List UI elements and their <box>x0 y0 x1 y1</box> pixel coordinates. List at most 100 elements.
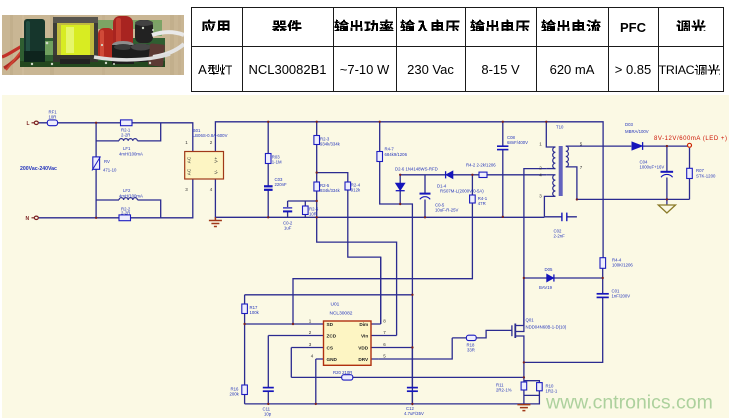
svg-text:STK-1200: STK-1200 <box>696 174 716 179</box>
svg-text:R10: R10 <box>546 384 554 389</box>
svg-text:C08: C08 <box>507 135 515 140</box>
svg-text:D1-4: D1-4 <box>437 184 447 189</box>
svg-text:Vin: Vin <box>361 334 368 339</box>
svg-text:1: 1 <box>185 140 188 145</box>
svg-text:1000uF+16V: 1000uF+16V <box>640 165 665 170</box>
svg-text:100K/1206: 100K/1206 <box>612 263 633 268</box>
svg-text:1: 1 <box>309 319 312 324</box>
svg-text:1-1M: 1-1M <box>272 160 282 165</box>
svg-text:L: L <box>27 121 30 127</box>
svg-text:B01: B01 <box>193 128 201 133</box>
svg-text:47R: 47R <box>478 201 486 206</box>
svg-text:1R2-1: 1R2-1 <box>546 389 558 394</box>
svg-text:Q01: Q01 <box>526 318 535 323</box>
svg-text:8V-12V/600mA (LED +): 8V-12V/600mA (LED +) <box>654 136 728 142</box>
svg-text:934k/334k: 934k/334k <box>320 142 341 147</box>
svg-text:V-: V- <box>214 169 219 174</box>
svg-text:R4-1: R4-1 <box>478 196 488 201</box>
svg-text:10p: 10p <box>264 412 272 417</box>
svg-text:5: 5 <box>580 142 583 147</box>
svg-text:33R: 33R <box>467 348 475 353</box>
svg-text:4mH/100mA: 4mH/100mA <box>119 152 143 157</box>
svg-text:NDD04N60B-1-D(10): NDD04N60B-1-D(10) <box>526 325 567 330</box>
svg-text:C0-5: C0-5 <box>435 203 445 208</box>
svg-text:2: 2 <box>539 166 542 171</box>
svg-text:R07: R07 <box>696 168 704 173</box>
svg-text:www.cntronics.com: www.cntronics.com <box>545 392 713 414</box>
svg-text:NCL30082: NCL30082 <box>330 311 353 317</box>
svg-text:R4-7: R4-7 <box>385 147 395 152</box>
svg-text:C03: C03 <box>275 177 283 182</box>
svg-text:R2-2: R2-2 <box>121 207 131 212</box>
svg-text:CS: CS <box>327 346 334 351</box>
svg-text:10R: 10R <box>309 212 317 217</box>
svg-text:4: 4 <box>539 173 542 178</box>
svg-text:2-2R: 2-2R <box>121 211 130 216</box>
svg-text:C0-2: C0-2 <box>283 221 293 226</box>
svg-text:T10: T10 <box>556 125 564 130</box>
svg-text:C01: C01 <box>612 289 620 294</box>
svg-text:934k/334k: 934k/334k <box>320 188 341 193</box>
svg-text:V+: V+ <box>214 157 219 163</box>
svg-text:3: 3 <box>539 194 542 199</box>
svg-text:3: 3 <box>309 342 312 347</box>
svg-text:912k: 912k <box>351 188 361 193</box>
svg-text:Dim: Dim <box>359 322 368 327</box>
svg-text:3: 3 <box>185 187 188 192</box>
svg-text:R20 210R: R20 210R <box>333 370 352 375</box>
svg-text:200Vac-240Vac: 200Vac-240Vac <box>20 166 57 172</box>
svg-text:4.7uF/35V: 4.7uF/35V <box>404 411 424 416</box>
svg-text:R4-4: R4-4 <box>612 258 622 263</box>
svg-text:R2-5: R2-5 <box>320 183 330 188</box>
svg-text:R17: R17 <box>250 305 258 310</box>
svg-text:AC: AC <box>187 156 192 163</box>
svg-text:R03: R03 <box>272 155 280 160</box>
svg-text:2: 2 <box>210 140 213 145</box>
svg-text:RV: RV <box>104 159 110 164</box>
svg-text:1uF: 1uF <box>284 226 292 231</box>
svg-text:R2-6: R2-6 <box>309 207 319 212</box>
svg-text:471-10: 471-10 <box>103 168 117 173</box>
svg-text:4: 4 <box>210 187 213 192</box>
svg-text:1nF/200V: 1nF/200V <box>612 294 631 299</box>
svg-text:DRV: DRV <box>358 357 369 362</box>
svg-text:6: 6 <box>383 342 386 347</box>
svg-text:68nF/400V: 68nF/400V <box>507 140 528 145</box>
svg-text:4: 4 <box>311 354 314 359</box>
svg-text:C11: C11 <box>263 407 271 412</box>
svg-text:220nF: 220nF <box>275 182 288 187</box>
svg-text:7: 7 <box>580 165 583 170</box>
svg-text:VDD: VDD <box>358 346 369 351</box>
svg-text:RF1: RF1 <box>49 110 58 115</box>
svg-text:4mH/100mA: 4mH/100mA <box>119 194 143 199</box>
svg-text:LB06S-0.8A-600V: LB06S-0.8A-600V <box>193 133 228 138</box>
svg-text:R2-1: R2-1 <box>121 128 131 133</box>
svg-text:LF2: LF2 <box>123 188 131 193</box>
svg-text:200k: 200k <box>230 392 240 397</box>
svg-text:ZCD: ZCD <box>327 334 337 339</box>
svg-text:BAV19: BAV19 <box>539 285 553 290</box>
svg-text:D2-6 1N4148WS-RFD: D2-6 1N4148WS-RFD <box>395 167 438 172</box>
svg-text:R16: R16 <box>231 387 239 392</box>
svg-text:7: 7 <box>383 330 386 335</box>
svg-text:R18: R18 <box>467 343 475 348</box>
svg-text:684k9/1206: 684k9/1206 <box>385 152 408 157</box>
svg-text:C04: C04 <box>640 160 648 165</box>
svg-text:5: 5 <box>383 354 386 359</box>
svg-text:U01: U01 <box>331 302 340 308</box>
svg-text:C12: C12 <box>406 406 414 411</box>
svg-text:LF1: LF1 <box>123 146 131 151</box>
svg-text:RS07M-L(2000V/0-5A): RS07M-L(2000V/0-5A) <box>440 189 484 194</box>
svg-text:10R: 10R <box>49 115 57 120</box>
svg-text:R11: R11 <box>496 383 504 388</box>
svg-text:D05: D05 <box>545 267 553 272</box>
svg-text:8: 8 <box>383 319 386 324</box>
svg-text:C02: C02 <box>554 229 562 234</box>
svg-text:R4-2 2-2k/1206: R4-2 2-2k/1206 <box>466 163 496 168</box>
svg-text:2-2nF: 2-2nF <box>554 234 566 239</box>
svg-text:R2-4: R2-4 <box>351 183 361 188</box>
svg-text:1: 1 <box>539 142 542 147</box>
svg-text:2: 2 <box>309 330 312 335</box>
svg-text:R2-3: R2-3 <box>320 137 330 142</box>
svg-text:2-2R: 2-2R <box>121 133 130 138</box>
